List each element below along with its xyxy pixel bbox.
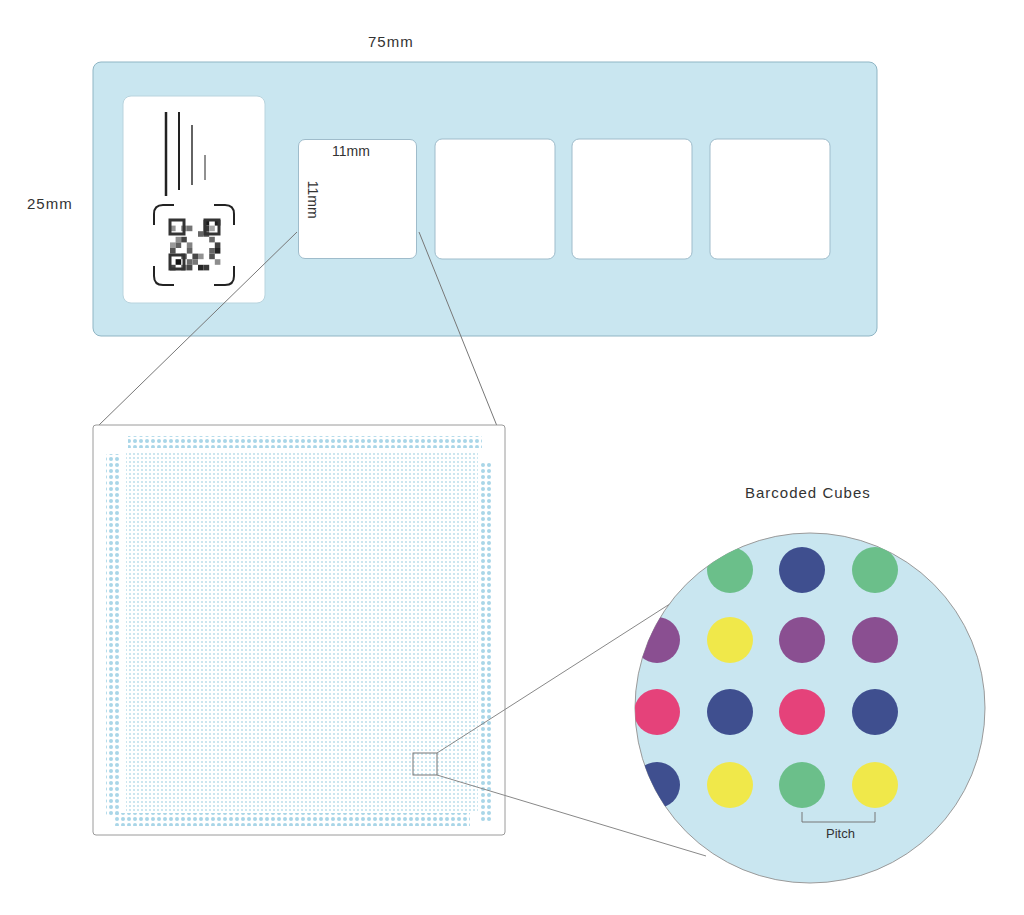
qr-cell (187, 265, 193, 271)
well (710, 139, 830, 259)
qr-finder (170, 220, 184, 234)
barcoded-cube (634, 689, 680, 735)
qr-cell (209, 226, 215, 232)
qr-cell (198, 254, 204, 260)
qr-cell (187, 242, 193, 248)
qr-cell (198, 231, 204, 237)
bead-array (126, 453, 478, 811)
barcoded-cube (779, 547, 825, 593)
marker-row (128, 436, 482, 448)
zoom-circle-bg (635, 533, 985, 883)
qr-cell (209, 248, 215, 254)
barcoded-cube (634, 617, 680, 663)
qr-finder (205, 220, 219, 234)
qr-cell (192, 259, 198, 265)
qr-cell (187, 248, 193, 254)
barcoded-cube (852, 547, 898, 593)
qr-cell (176, 259, 182, 265)
qr-cell (187, 226, 193, 232)
qr-cell (181, 237, 187, 243)
qr-cell (176, 242, 182, 248)
marker-column (106, 454, 119, 816)
zoom-circle: Barcoded CubesPitch (630, 478, 990, 888)
barcoded-cube (852, 762, 898, 808)
dimension-label: 75mm (368, 34, 414, 51)
barcoded-cube (852, 617, 898, 663)
qr-cell (215, 242, 221, 248)
qr-cell (198, 265, 204, 271)
barcoded-cube (707, 547, 753, 593)
qr-finder (170, 255, 184, 269)
barcoded-cube (707, 689, 753, 735)
qr-cell (215, 248, 221, 254)
qr-cell (209, 254, 215, 260)
pitch-label: Pitch (826, 827, 855, 841)
qr-cell (170, 242, 176, 248)
dimension-label: 11mm (304, 181, 319, 219)
well (435, 139, 555, 259)
barcoded-cube (634, 762, 680, 808)
qr-cell (215, 259, 221, 265)
qr-cell (170, 248, 176, 254)
barcoded-cube (707, 762, 753, 808)
pitch-bracket (802, 812, 875, 822)
zoom-panel (93, 425, 505, 835)
qr-cell (209, 237, 215, 243)
label-area (123, 96, 265, 303)
barcoded-cube (779, 617, 825, 663)
panel-title: Barcoded Cubes (745, 485, 871, 502)
marker-row (114, 813, 470, 826)
dimension-label: 25mm (27, 196, 73, 213)
circle-outline (630, 478, 990, 888)
slide (93, 62, 877, 336)
barcoded-cube (779, 762, 825, 808)
well: 11mm 11mm (298, 139, 417, 259)
qr-cell (176, 237, 182, 243)
qr-code (170, 220, 220, 270)
barcoded-cube (852, 689, 898, 735)
barcode-lines (166, 112, 205, 196)
qr-cell (192, 254, 198, 260)
qr-cell (187, 259, 193, 265)
zoom-line (419, 232, 497, 426)
barcoded-cube (779, 689, 825, 735)
marker-column (480, 462, 493, 822)
zoom-box (413, 753, 437, 775)
well (572, 139, 692, 259)
dimension-label: 11mm (332, 144, 370, 159)
zoom-line (98, 232, 297, 426)
qr-cell (204, 265, 210, 271)
barcoded-cube (707, 617, 753, 663)
qr-frame (154, 205, 234, 285)
